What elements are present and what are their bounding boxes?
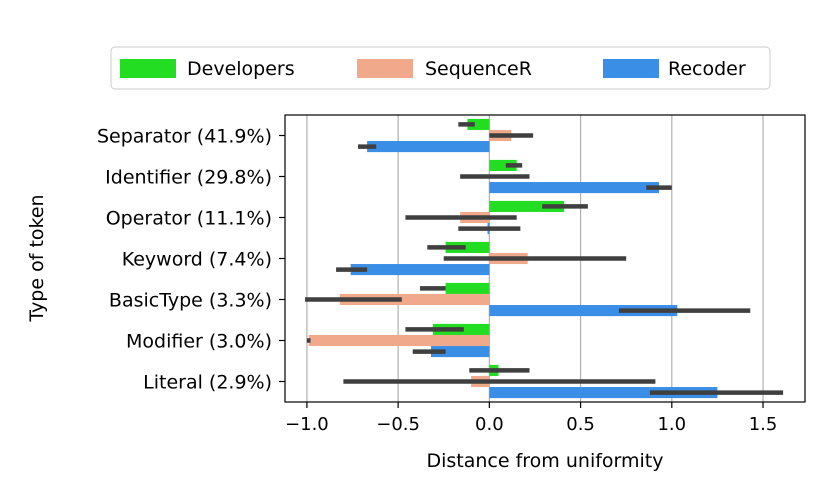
bar-recoder-1 bbox=[489, 182, 660, 194]
x-tick-label-4: 1.0 bbox=[657, 414, 686, 435]
y-tick-label-2: Operator (11.1%) bbox=[106, 208, 272, 230]
bar-recoder-0 bbox=[367, 141, 490, 153]
legend-swatch-developers bbox=[120, 59, 176, 78]
legend-swatch-sequencer bbox=[357, 59, 413, 78]
y-tick-label-6: Literal (2.9%) bbox=[143, 372, 272, 394]
bar-recoder-4 bbox=[489, 305, 678, 317]
bar-developers-2 bbox=[489, 200, 565, 212]
bar-developers-3 bbox=[445, 241, 490, 253]
y-tick-label-3: Keyword (7.4%) bbox=[122, 249, 272, 271]
bar-sequencer-5 bbox=[308, 334, 490, 347]
x-tick-label-5: 1.5 bbox=[749, 414, 778, 435]
bar-recoder-5 bbox=[430, 346, 490, 358]
legend-frame bbox=[110, 46, 771, 90]
y-tick-label-1: Identifier (29.8%) bbox=[105, 167, 272, 189]
bar-recoder-6 bbox=[489, 387, 718, 399]
x-tick-label-3: 0.5 bbox=[566, 414, 595, 435]
legend-label-developers: Developers bbox=[187, 58, 295, 80]
bar-developers-1 bbox=[489, 159, 517, 171]
legend-swatch-recoder bbox=[603, 59, 659, 78]
legend: Developers SequenceR Recoder bbox=[110, 46, 771, 90]
x-tick-label-2: 0.0 bbox=[475, 414, 504, 435]
x-tick-label-0: −1.0 bbox=[285, 414, 329, 435]
y-tick-label-0: Separator (41.9%) bbox=[97, 126, 272, 148]
bar-developers-0 bbox=[467, 118, 490, 130]
legend-label-sequencer: SequenceR bbox=[425, 58, 532, 80]
legend-label-recoder: Recoder bbox=[668, 58, 746, 80]
x-tick-label-1: −0.5 bbox=[376, 414, 420, 435]
bar-sequencer-4 bbox=[339, 293, 490, 306]
y-tick-label-5: Modifier (3.0%) bbox=[126, 331, 272, 353]
x-axis-label: Distance from uniformity bbox=[426, 450, 663, 472]
bar-recoder-3 bbox=[350, 264, 490, 276]
y-axis-label: Type of token bbox=[26, 194, 48, 322]
bar-developers-4 bbox=[445, 282, 490, 294]
y-tick-label-4: BasicType (3.3%) bbox=[109, 290, 272, 312]
